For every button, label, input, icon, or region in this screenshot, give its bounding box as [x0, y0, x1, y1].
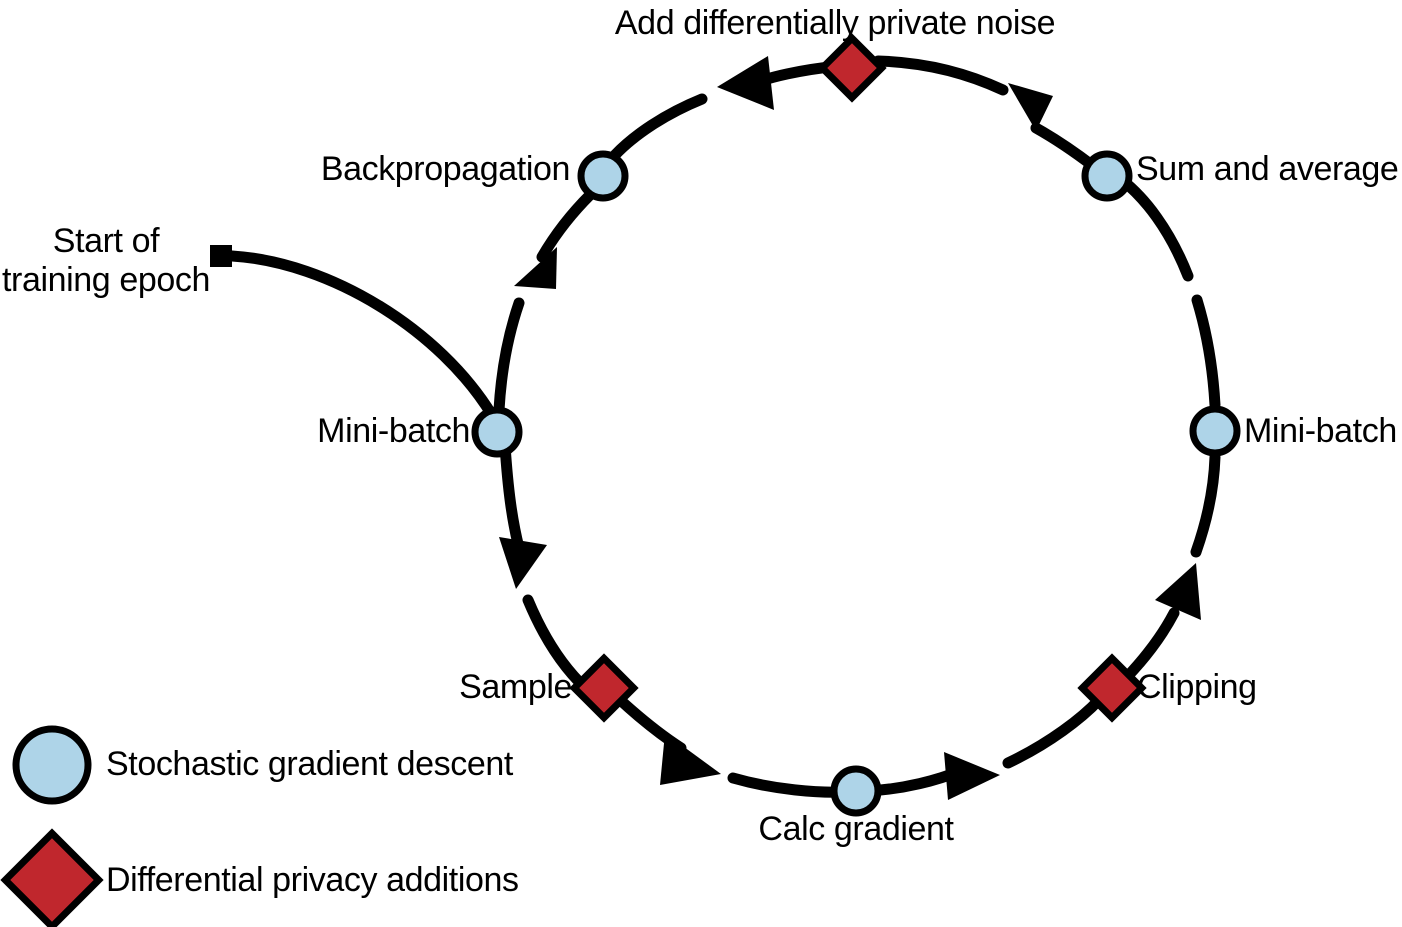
arc-segment-8 — [1190, 451, 1221, 558]
start-epoch-connector — [210, 245, 498, 421]
arc-sample-to-calcgradient — [612, 692, 851, 798]
arrowhead-up-left — [1008, 83, 1053, 131]
start-epoch-line-1: Start of — [52, 222, 160, 260]
label-mini-batch-right: Mini-batch — [1244, 412, 1397, 450]
node-mini-batch-left[interactable] — [471, 406, 523, 458]
legend-circle-icon — [12, 725, 92, 805]
legend-diamond-icon — [0, 828, 104, 927]
label-clipping: Clipping — [1137, 668, 1257, 706]
arc-calcgradient-to-clipping — [862, 694, 1105, 800]
arc-segment-12 — [872, 55, 1009, 96]
label-sum-and-average: Sum and average — [1136, 150, 1399, 188]
arc-segment-7 — [1120, 607, 1180, 684]
arc-addnoise-to-backprop — [609, 56, 844, 161]
arc-segment-10 — [1116, 174, 1194, 282]
legend-label-sgd: Stochastic gradient descent — [106, 745, 513, 783]
label-backpropagation: Backpropagation — [320, 150, 571, 188]
node-clipping[interactable] — [1077, 653, 1147, 723]
arrowhead-right — [944, 752, 1000, 800]
arc-segment-4 — [727, 772, 851, 798]
node-mini-batch-right[interactable] — [1189, 405, 1241, 457]
start-epoch-curve — [226, 250, 498, 421]
label-start-of-training-epoch: Start of training epoch — [0, 222, 212, 300]
arc-segment-16 — [493, 297, 525, 416]
node-sample[interactable] — [569, 653, 639, 723]
arrowhead-down-left-2 — [514, 247, 557, 289]
start-epoch-line-2: training epoch — [2, 261, 210, 299]
node-sum-and-average[interactable] — [1081, 150, 1133, 202]
node-calc-gradient[interactable] — [830, 765, 882, 817]
label-add-noise: Add differentially private noise — [614, 4, 1056, 42]
arc-segment-11 — [1030, 122, 1099, 172]
arc-segment-14 — [609, 93, 708, 161]
arc-segment-6 — [1002, 694, 1105, 769]
arrowhead-down-left — [499, 537, 547, 589]
legend-label-dp: Differential privacy additions — [106, 861, 519, 899]
arrowhead-down-right — [660, 733, 721, 785]
label-mini-batch-left: Mini-batch — [317, 412, 470, 450]
label-sample: Sample — [459, 668, 572, 706]
arc-minibatch-to-sumaverage — [1116, 174, 1221, 411]
arc-segment-15 — [536, 189, 596, 263]
arrowhead-up-right — [1155, 563, 1201, 620]
arc-segment-1 — [499, 439, 525, 554]
label-calc-gradient: Calc gradient — [758, 810, 954, 848]
arc-minibatch-to-sample — [499, 439, 598, 700]
node-backpropagation[interactable] — [577, 150, 629, 202]
arc-segment-9 — [1191, 294, 1221, 411]
arrowhead-left — [717, 56, 774, 110]
node-add-noise[interactable] — [817, 33, 887, 103]
start-epoch-square-marker — [210, 245, 232, 267]
arc-clipping-to-minibatch — [1120, 451, 1221, 684]
arc-sumaverage-to-addnoise — [872, 55, 1099, 172]
arc-backprop-to-minibatch — [493, 189, 596, 416]
